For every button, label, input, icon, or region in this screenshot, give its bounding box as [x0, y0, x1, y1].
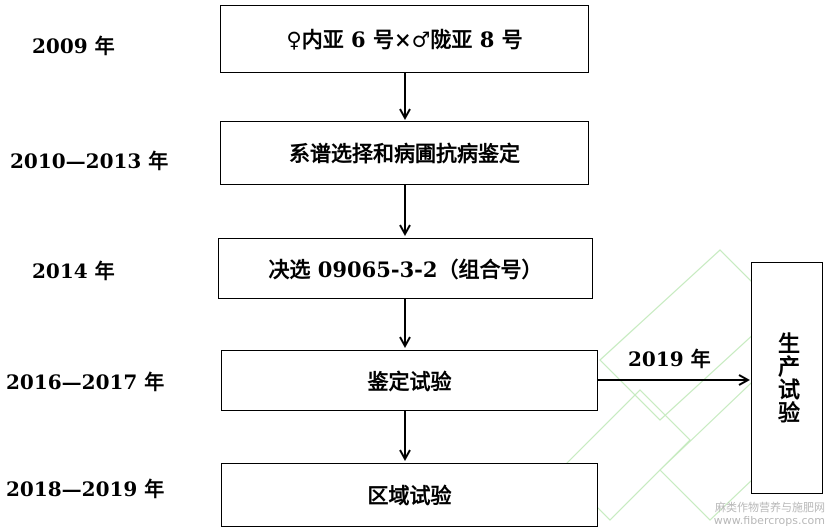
step-text-1: ♀内亚 6 号×♂陇亚 8 号 — [286, 27, 523, 52]
year-label-2: 2010—2013 年 — [10, 149, 169, 173]
side-arrow-label: 2019 年 — [628, 347, 711, 371]
watermark-text: 麻类作物营养与施肥网 www.fibercrops.com — [714, 501, 825, 527]
step-box-4: 鉴定试验 — [221, 350, 598, 411]
step-text-4: 鉴定试验 — [367, 368, 452, 394]
step-text-3: 决选 09065-3-2（组合号） — [268, 256, 543, 282]
step-text-5: 区域试验 — [367, 483, 452, 508]
step-box-5: 区域试验 — [221, 463, 598, 527]
side-box: 生产试验 — [751, 262, 823, 494]
watermark-line-2: www.fibercrops.com — [713, 514, 825, 527]
side-box-text: 生产试验 — [774, 332, 800, 424]
year-label-1: 2009 年 — [32, 34, 115, 58]
step-box-3: 决选 09065-3-2（组合号） — [218, 238, 593, 299]
step-box-1: ♀内亚 6 号×♂陇亚 8 号 — [220, 5, 589, 73]
year-label-4: 2016—2017 年 — [6, 370, 165, 394]
step-text-2: 系谱选择和病圃抗病鉴定 — [289, 141, 520, 166]
step-box-2: 系谱选择和病圃抗病鉴定 — [220, 121, 589, 185]
year-label-5: 2018—2019 年 — [6, 477, 165, 501]
watermark-line-1: 麻类作物营养与施肥网 — [715, 501, 825, 514]
year-label-3: 2014 年 — [32, 259, 115, 283]
